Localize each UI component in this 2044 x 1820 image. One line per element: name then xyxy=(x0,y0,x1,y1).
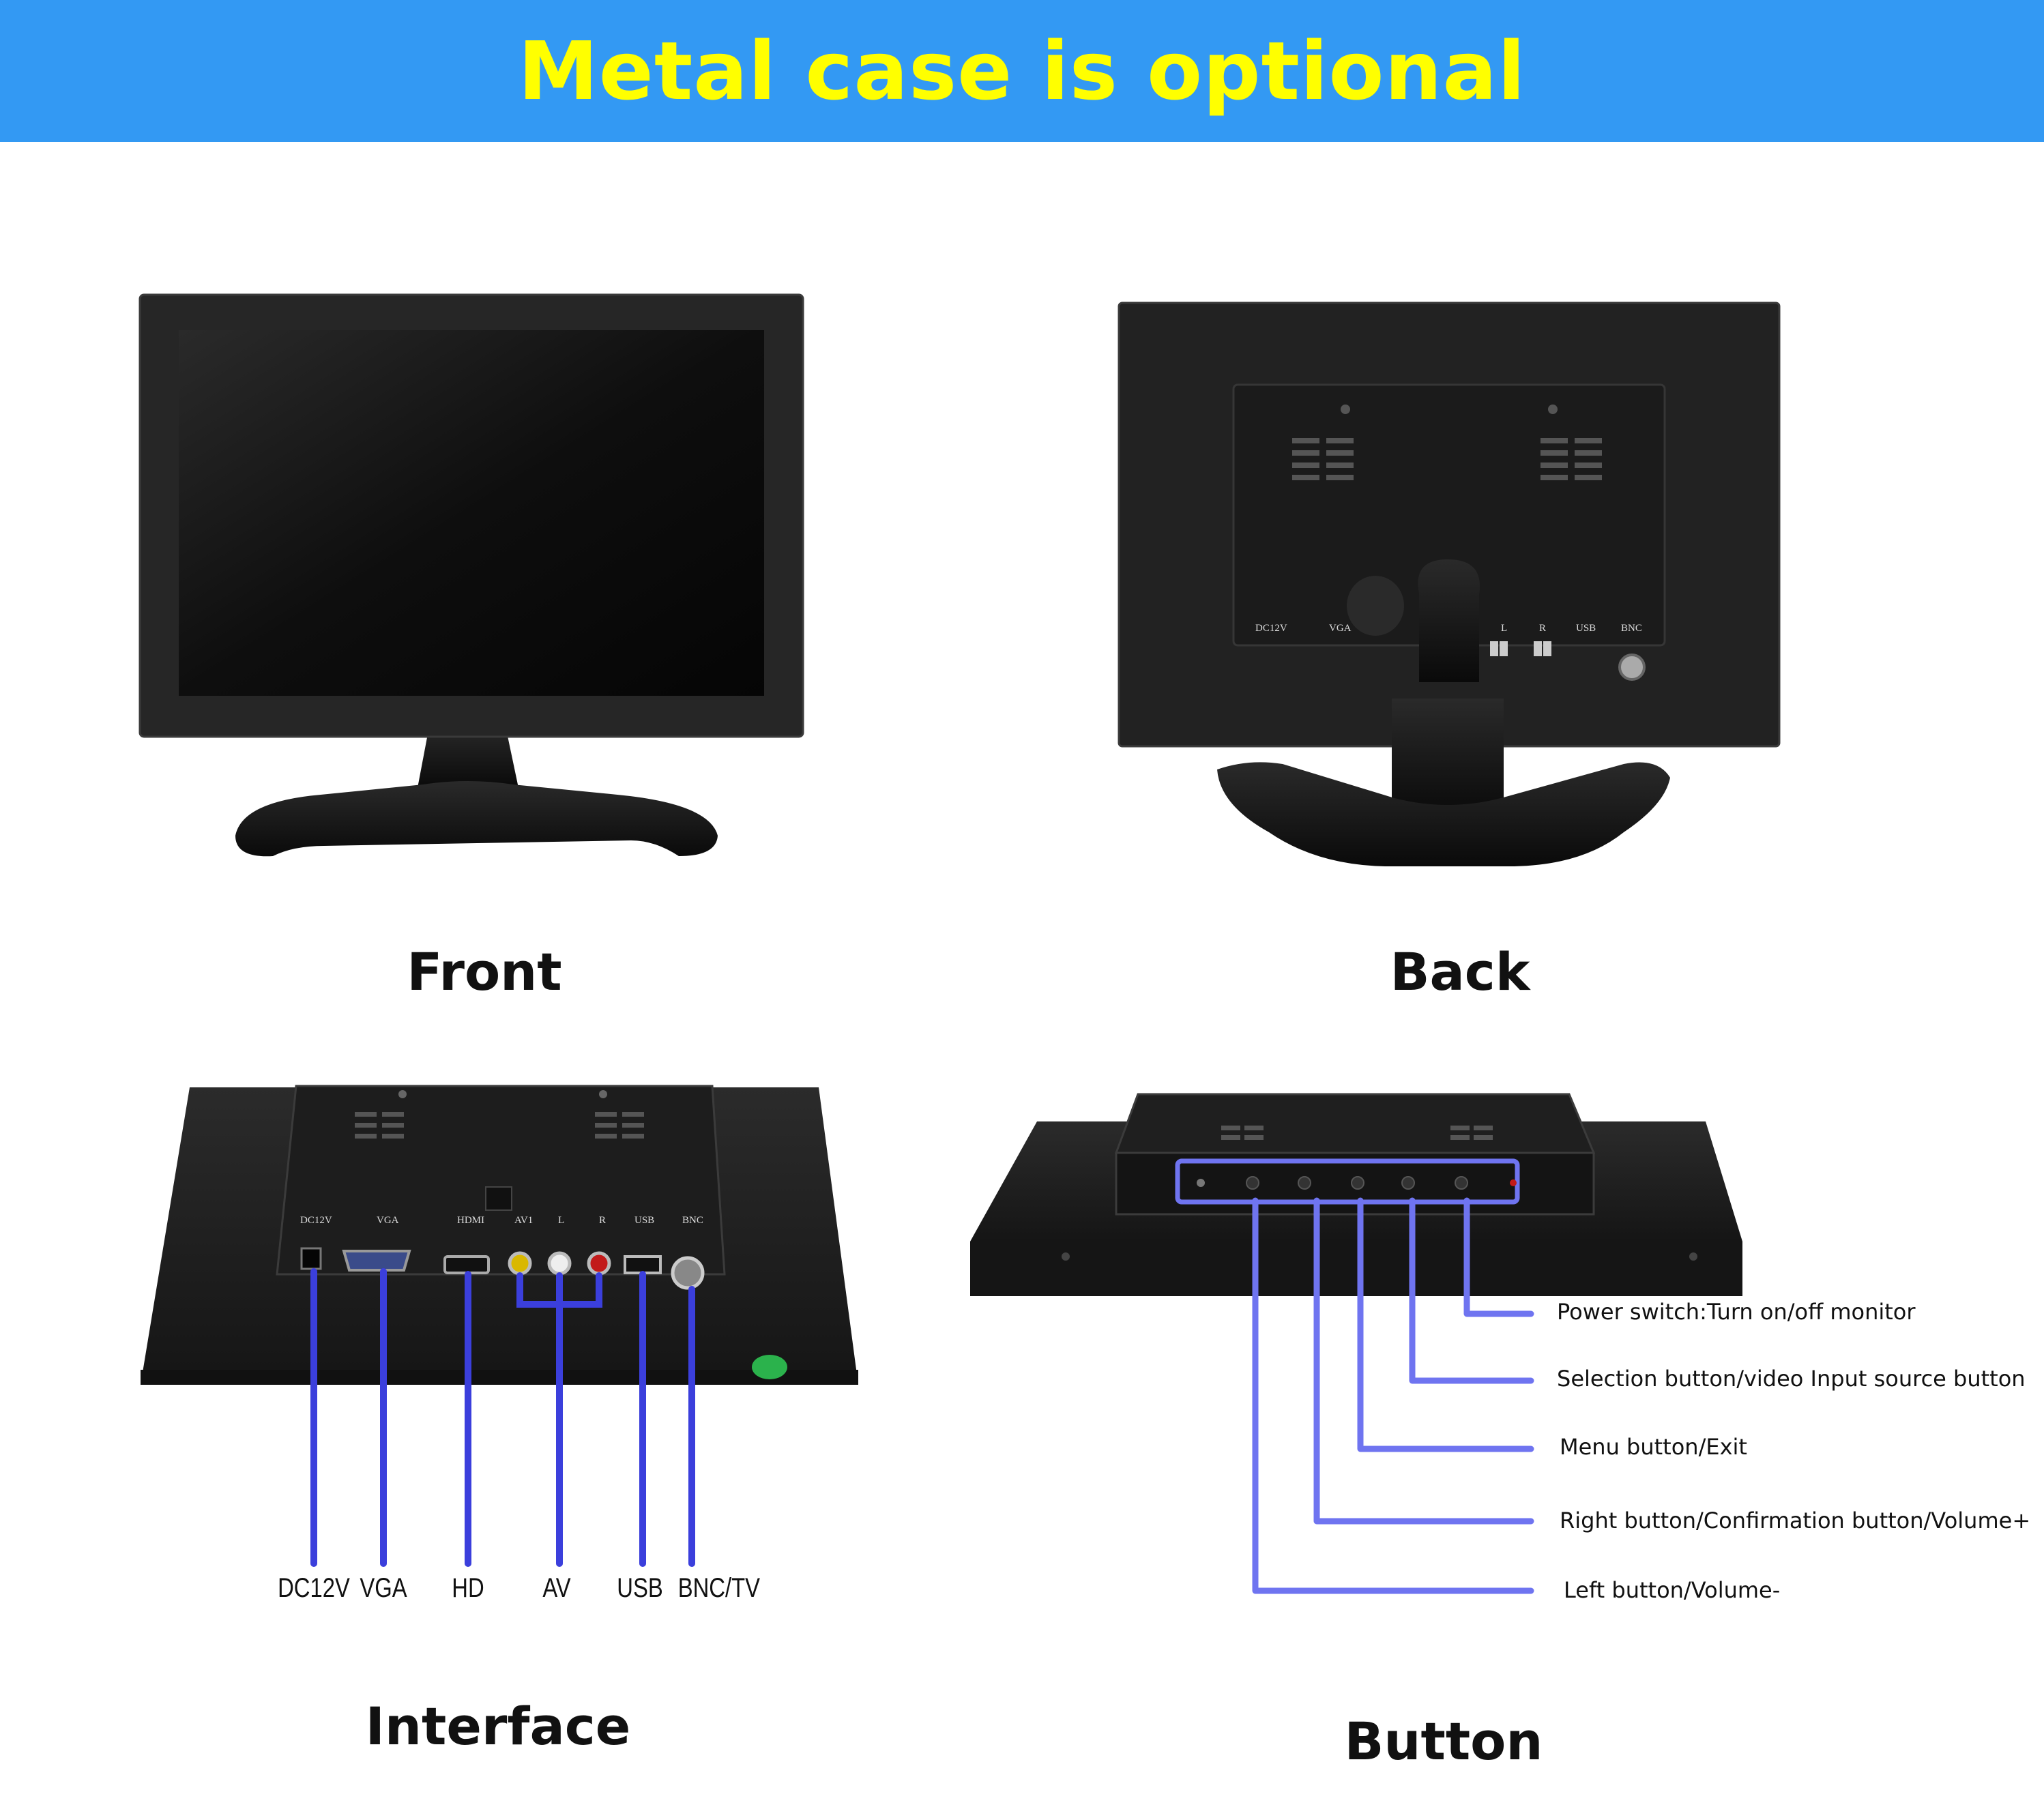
interface-silk-r: R xyxy=(599,1215,606,1226)
interface-silk-hdmi: HDMI xyxy=(457,1215,484,1226)
interface-silk-usb: USB xyxy=(634,1215,654,1226)
av-white-jack xyxy=(547,1251,572,1276)
port-label-vga: VGA xyxy=(360,1573,407,1603)
interface-panel: DC12V VGA HDMI AV1 L R USB BNC xyxy=(141,1085,858,1567)
interface-green-sticker xyxy=(752,1355,787,1379)
caption-interface: Interface xyxy=(365,1696,631,1757)
caption-back: Back xyxy=(1390,941,1530,1002)
caption-front: Front xyxy=(407,941,562,1002)
interface-silk-dc: DC12V xyxy=(300,1215,332,1226)
back-monitor: DC12V VGA L R USB BNC xyxy=(1118,302,1781,866)
title-banner xyxy=(0,0,2044,142)
banner-title: Metal case is optional xyxy=(518,24,1526,118)
back-silk-r: R xyxy=(1539,623,1546,634)
back-silk-dc: DC12V xyxy=(1255,623,1287,634)
back-silk-vga: VGA xyxy=(1329,623,1352,634)
back-stand-neck xyxy=(1392,699,1504,817)
back-silk-l: L xyxy=(1501,623,1507,634)
button-driver-box xyxy=(1114,1093,1596,1154)
back-stand-arm xyxy=(1418,559,1480,682)
interface-silk-bnc: BNC xyxy=(682,1215,703,1226)
interface-silk-av1: AV1 xyxy=(514,1215,533,1226)
port-label-dc12v: DC12V xyxy=(278,1573,350,1603)
usb-port xyxy=(624,1255,662,1274)
interface-driver-box xyxy=(276,1085,726,1276)
front-screen xyxy=(179,330,764,696)
button-label-right: Right button/Confirmation button/Volume+ xyxy=(1560,1508,2031,1533)
button-label-power: Power switch:Turn on/off monitor xyxy=(1557,1299,1916,1325)
av-red-jack xyxy=(587,1251,611,1276)
interface-silk-vga: VGA xyxy=(377,1215,399,1226)
button-case-edge xyxy=(970,1242,1742,1296)
button-label-selection: Selection button/video Input source butt… xyxy=(1557,1366,2026,1392)
button-label-menu: Menu button/Exit xyxy=(1560,1434,1747,1460)
button-panel xyxy=(970,1093,1742,1594)
front-stand-base xyxy=(235,781,718,857)
bnc-port xyxy=(671,1256,705,1290)
back-silk-bnc: BNC xyxy=(1621,623,1642,634)
interface-leader-lines xyxy=(310,1268,695,1567)
port-label-hd: HD xyxy=(452,1573,484,1603)
button-highlight-box xyxy=(1175,1158,1520,1205)
caption-button: Button xyxy=(1344,1711,1543,1772)
av-yellow-jack xyxy=(508,1251,532,1276)
button-leader-lines xyxy=(1252,1197,1534,1594)
back-silk-usb: USB xyxy=(1576,623,1596,634)
port-label-bnc-tv: BNC/TV xyxy=(677,1573,760,1603)
button-label-left: Left button/Volume- xyxy=(1564,1577,1781,1603)
back-tilt-knob xyxy=(1347,576,1404,636)
interface-silk-l: L xyxy=(558,1215,564,1226)
front-monitor xyxy=(138,293,804,857)
port-label-av: AV xyxy=(542,1573,571,1603)
dc-jack xyxy=(300,1247,322,1270)
port-label-usb: USB xyxy=(617,1573,663,1603)
front-stand-neck xyxy=(418,723,519,788)
back-stand-base xyxy=(1217,762,1670,866)
hdmi-port xyxy=(443,1255,490,1274)
vga-port xyxy=(342,1250,411,1272)
